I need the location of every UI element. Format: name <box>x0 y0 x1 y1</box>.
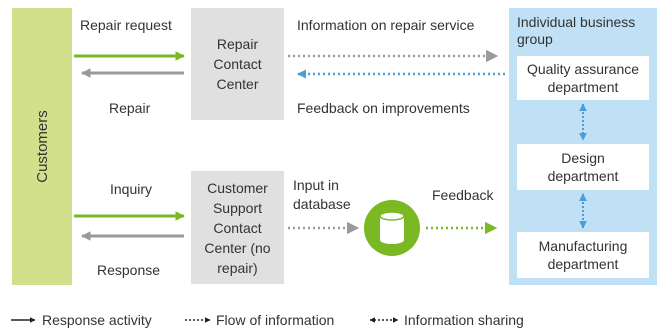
legend-information-sharing-label: Information sharing <box>404 312 524 328</box>
database-icon <box>364 200 420 256</box>
customers-box: Customers <box>12 8 72 285</box>
design-department-label: Design department <box>547 150 619 184</box>
customer-support-contact-center-label: Customer Support Contact Center (no repa… <box>204 179 271 276</box>
business-group: Individual business group Quality assura… <box>509 8 657 285</box>
manufacturing-department-label: Manufacturing department <box>538 238 628 272</box>
customer-support-contact-center: Customer Support Contact Center (no repa… <box>191 171 284 284</box>
label-repair: Repair <box>109 100 151 116</box>
repair-contact-center: Repair Contact Center <box>191 8 284 120</box>
quality-assurance-department: Quality assurance department <box>517 56 649 100</box>
quality-assurance-department-label: Quality assurance department <box>526 61 640 95</box>
legend-response-activity-label: Response activity <box>42 312 152 328</box>
business-group-title: Individual business group <box>517 14 636 47</box>
label-inquiry: Inquiry <box>110 181 153 197</box>
label-response: Response <box>97 262 161 278</box>
design-department: Design department <box>517 144 649 190</box>
label-feedback: Feedback <box>432 187 494 203</box>
label-info-on-repair: Information on repair service <box>297 17 475 33</box>
legend-flow-of-information: Flow of information <box>210 311 334 329</box>
label-repair-request: Repair request <box>80 17 172 33</box>
legend-response-activity: Response activity <box>36 311 152 329</box>
repair-contact-center-label: Repair Contact Center <box>213 36 262 92</box>
legend-flow-of-information-label: Flow of information <box>216 312 335 328</box>
label-feedback-improvements: Feedback on improvements <box>297 100 470 116</box>
label-input-database: Input in database <box>293 177 351 212</box>
legend-information-sharing: Information sharing <box>398 311 524 329</box>
manufacturing-department: Manufacturing department <box>517 232 649 278</box>
